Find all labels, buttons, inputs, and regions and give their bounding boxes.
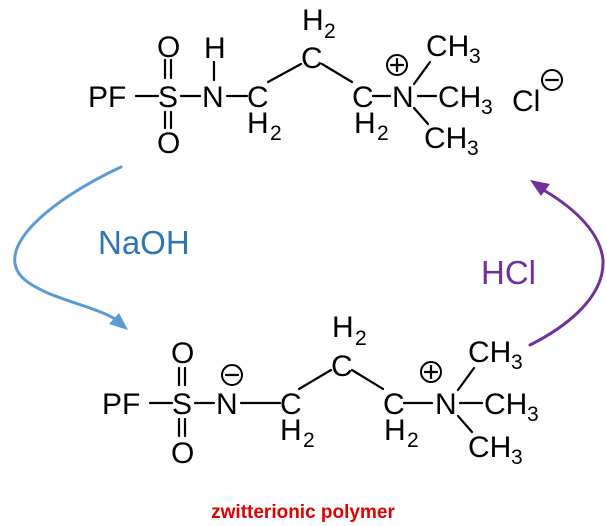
bottom-bond-n-me1 [456, 366, 476, 392]
top-n-amide-label: N [202, 81, 224, 114]
bottom-n-amide-label: N [216, 388, 238, 421]
naoh-arrow [13, 165, 128, 330]
bottom-o-bottom-label: O [171, 437, 194, 470]
bottom-c1-sub: 2 [303, 429, 315, 452]
top-h-amide-label: H [204, 32, 226, 65]
hcl-label: HCl [481, 254, 536, 291]
top-o-top-label: O [157, 31, 180, 64]
bottom-bond-c1-c2 [297, 368, 333, 391]
zwitterionic-caption: zwitterionic polymer [211, 502, 395, 523]
bottom-o-top-label: O [171, 337, 194, 370]
bottom-c3-sub: 2 [407, 429, 419, 452]
bottom-me1-label: CH [468, 336, 511, 369]
bottom-bond-n-me3 [456, 414, 474, 434]
bottom-ammonium-plus-icon [420, 361, 442, 383]
top-ammonium-plus-icon [386, 54, 408, 76]
top-o-bottom-label: O [157, 127, 180, 160]
naoh-label: NaOH [98, 224, 190, 261]
hcl-arrow [528, 180, 605, 347]
top-c3-h-label: H [354, 107, 376, 140]
top-molecule: PF S O O N H C H 2 C H 2 C H 2 N CH 3 CH… [88, 4, 563, 160]
top-me2-label: CH [438, 81, 481, 114]
top-bond-n-me1 [412, 60, 432, 86]
top-me3-label: CH [424, 122, 467, 155]
top-c1-h-label: H [247, 107, 269, 140]
bottom-c1-h-label: H [280, 414, 302, 447]
bottom-me3-sub: 3 [511, 446, 523, 469]
top-c1-label: C [247, 81, 269, 114]
top-bond-c2-c3 [320, 62, 354, 84]
bottom-me2-label: CH [484, 388, 527, 421]
bottom-n-ammonium-label: N [435, 388, 457, 421]
bottom-c3-h-label: H [384, 414, 406, 447]
bottom-me3-label: CH [468, 431, 511, 464]
top-bond-c1-c2 [266, 62, 303, 84]
top-me3-sub: 3 [467, 137, 479, 160]
bottom-c2-label: C [331, 350, 353, 383]
top-c2-label: C [301, 42, 323, 75]
top-c3-sub: 2 [377, 122, 389, 145]
bottom-pf-label: PF [102, 388, 140, 421]
bottom-c2-h-label: H [332, 311, 354, 344]
bottom-me1-sub: 3 [511, 351, 523, 374]
bottom-c2-sub: 2 [355, 327, 367, 350]
top-s-label: S [158, 81, 178, 114]
top-me2-sub: 3 [481, 96, 493, 119]
bottom-me2-sub: 3 [527, 403, 539, 426]
top-c1-sub: 2 [270, 122, 282, 145]
bottom-c3-label: C [383, 388, 405, 421]
top-pf-label: PF [88, 81, 126, 114]
top-counterion-label: Cl [512, 85, 540, 118]
top-c3-label: C [352, 81, 374, 114]
bottom-bond-c2-c3 [350, 368, 385, 391]
bottom-s-label: S [172, 388, 192, 421]
top-c2-h-label: H [302, 4, 324, 37]
top-c2-sub: 2 [324, 20, 336, 43]
top-bond-n-me3 [412, 106, 430, 126]
top-n-ammonium-label: N [392, 81, 414, 114]
top-me1-sub: 3 [469, 45, 481, 68]
bottom-amide-minus-icon [221, 364, 243, 386]
bottom-molecule: PF S O O N C H 2 C H 2 C H 2 N CH 3 CH 3… [102, 311, 539, 470]
top-counterion-minus-icon [541, 69, 563, 91]
top-me1-label: CH [426, 30, 469, 63]
bottom-c1-label: C [280, 388, 302, 421]
